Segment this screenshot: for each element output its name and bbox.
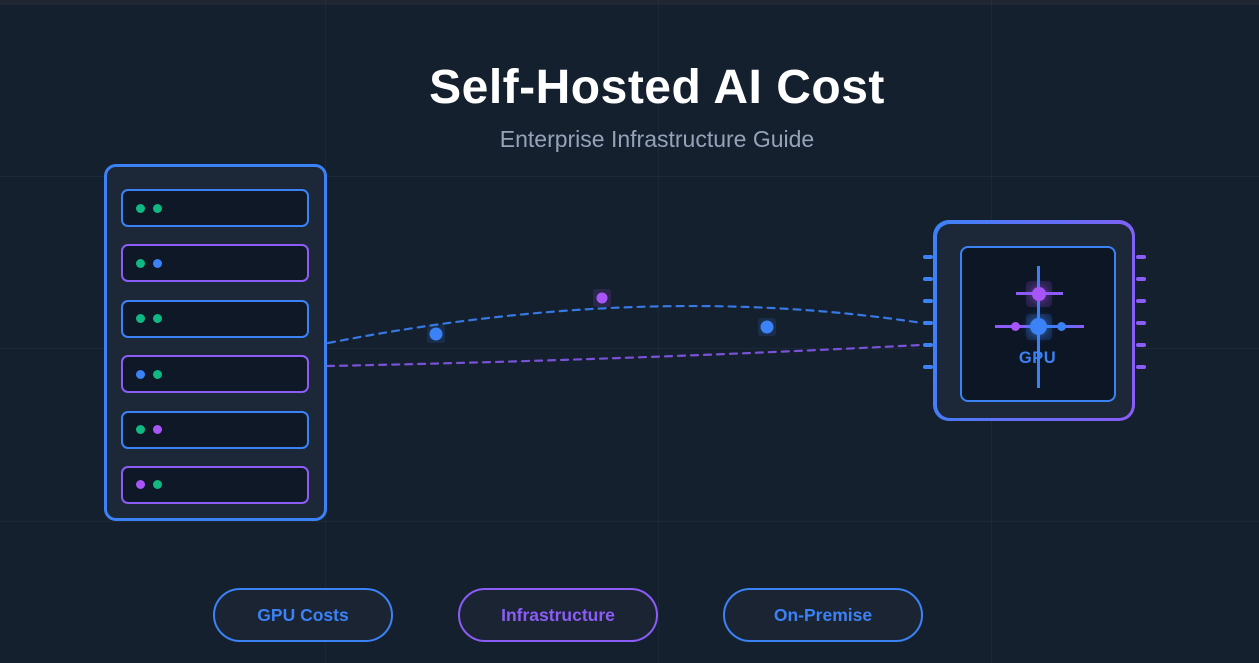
chip-pin bbox=[923, 299, 933, 303]
status-led bbox=[153, 258, 162, 268]
status-led bbox=[136, 203, 145, 213]
data-point bbox=[596, 292, 608, 304]
server-slot bbox=[121, 410, 309, 449]
circuit-node-icon bbox=[1031, 286, 1046, 301]
gpu-label: GPU bbox=[1018, 348, 1057, 367]
chip-pin bbox=[1136, 321, 1146, 325]
chip-pin bbox=[1136, 277, 1146, 281]
infrastructure-button[interactable]: Infrastructure bbox=[458, 588, 658, 642]
gpu-chip-body: GPU bbox=[936, 223, 1132, 418]
data-point-glow bbox=[758, 318, 776, 336]
server-slot bbox=[121, 189, 309, 227]
page-title: Self-Hosted AI Cost bbox=[429, 61, 885, 114]
gpu-die: GPU bbox=[959, 245, 1116, 402]
status-led bbox=[136, 480, 145, 490]
status-led bbox=[153, 203, 162, 213]
status-led bbox=[136, 258, 145, 268]
server-rack-slots bbox=[107, 167, 324, 518]
server-rack bbox=[104, 164, 327, 521]
status-led bbox=[136, 425, 145, 435]
server-slot bbox=[121, 355, 309, 394]
chip-pin bbox=[923, 343, 933, 347]
chip-pin bbox=[1136, 343, 1146, 347]
server-slot bbox=[121, 299, 309, 338]
chip-pin bbox=[1136, 365, 1146, 369]
grid-line bbox=[0, 521, 1259, 522]
status-led bbox=[153, 314, 162, 324]
status-led bbox=[136, 369, 145, 379]
on-premise-button[interactable]: On-Premise bbox=[723, 588, 923, 642]
circuit-node-icon bbox=[1030, 318, 1047, 335]
chip-pins-right bbox=[1136, 255, 1146, 369]
gpu-chip: GPU bbox=[933, 220, 1135, 421]
top-edge bbox=[0, 0, 1259, 5]
data-point-glow bbox=[427, 325, 445, 343]
data-point bbox=[429, 327, 443, 341]
data-point bbox=[760, 320, 774, 334]
chip-pin bbox=[1136, 299, 1146, 303]
chip-pin bbox=[1136, 255, 1146, 259]
status-led bbox=[153, 425, 162, 435]
chip-pin bbox=[923, 277, 933, 281]
page-subtitle: Enterprise Infrastructure Guide bbox=[499, 126, 815, 153]
circuit-node-icon bbox=[1057, 322, 1066, 331]
chip-pins-left bbox=[923, 255, 933, 369]
status-led bbox=[136, 314, 145, 324]
server-slot bbox=[121, 244, 309, 283]
button-row: GPU Costs Infrastructure On-Premise bbox=[213, 588, 923, 642]
status-led bbox=[153, 369, 162, 379]
chip-pin bbox=[923, 365, 933, 369]
chip-pin bbox=[923, 255, 933, 259]
grid-line bbox=[0, 176, 1259, 177]
blue-connection-path bbox=[326, 304, 924, 345]
circuit-node-icon bbox=[1011, 322, 1020, 331]
data-point-glow bbox=[593, 289, 611, 307]
status-led bbox=[153, 480, 162, 490]
header: Self-Hosted AI Cost Enterprise Infrastru… bbox=[429, 61, 885, 153]
chip-pin bbox=[923, 321, 933, 325]
server-slot bbox=[121, 465, 309, 504]
gpu-costs-button[interactable]: GPU Costs bbox=[213, 588, 393, 642]
